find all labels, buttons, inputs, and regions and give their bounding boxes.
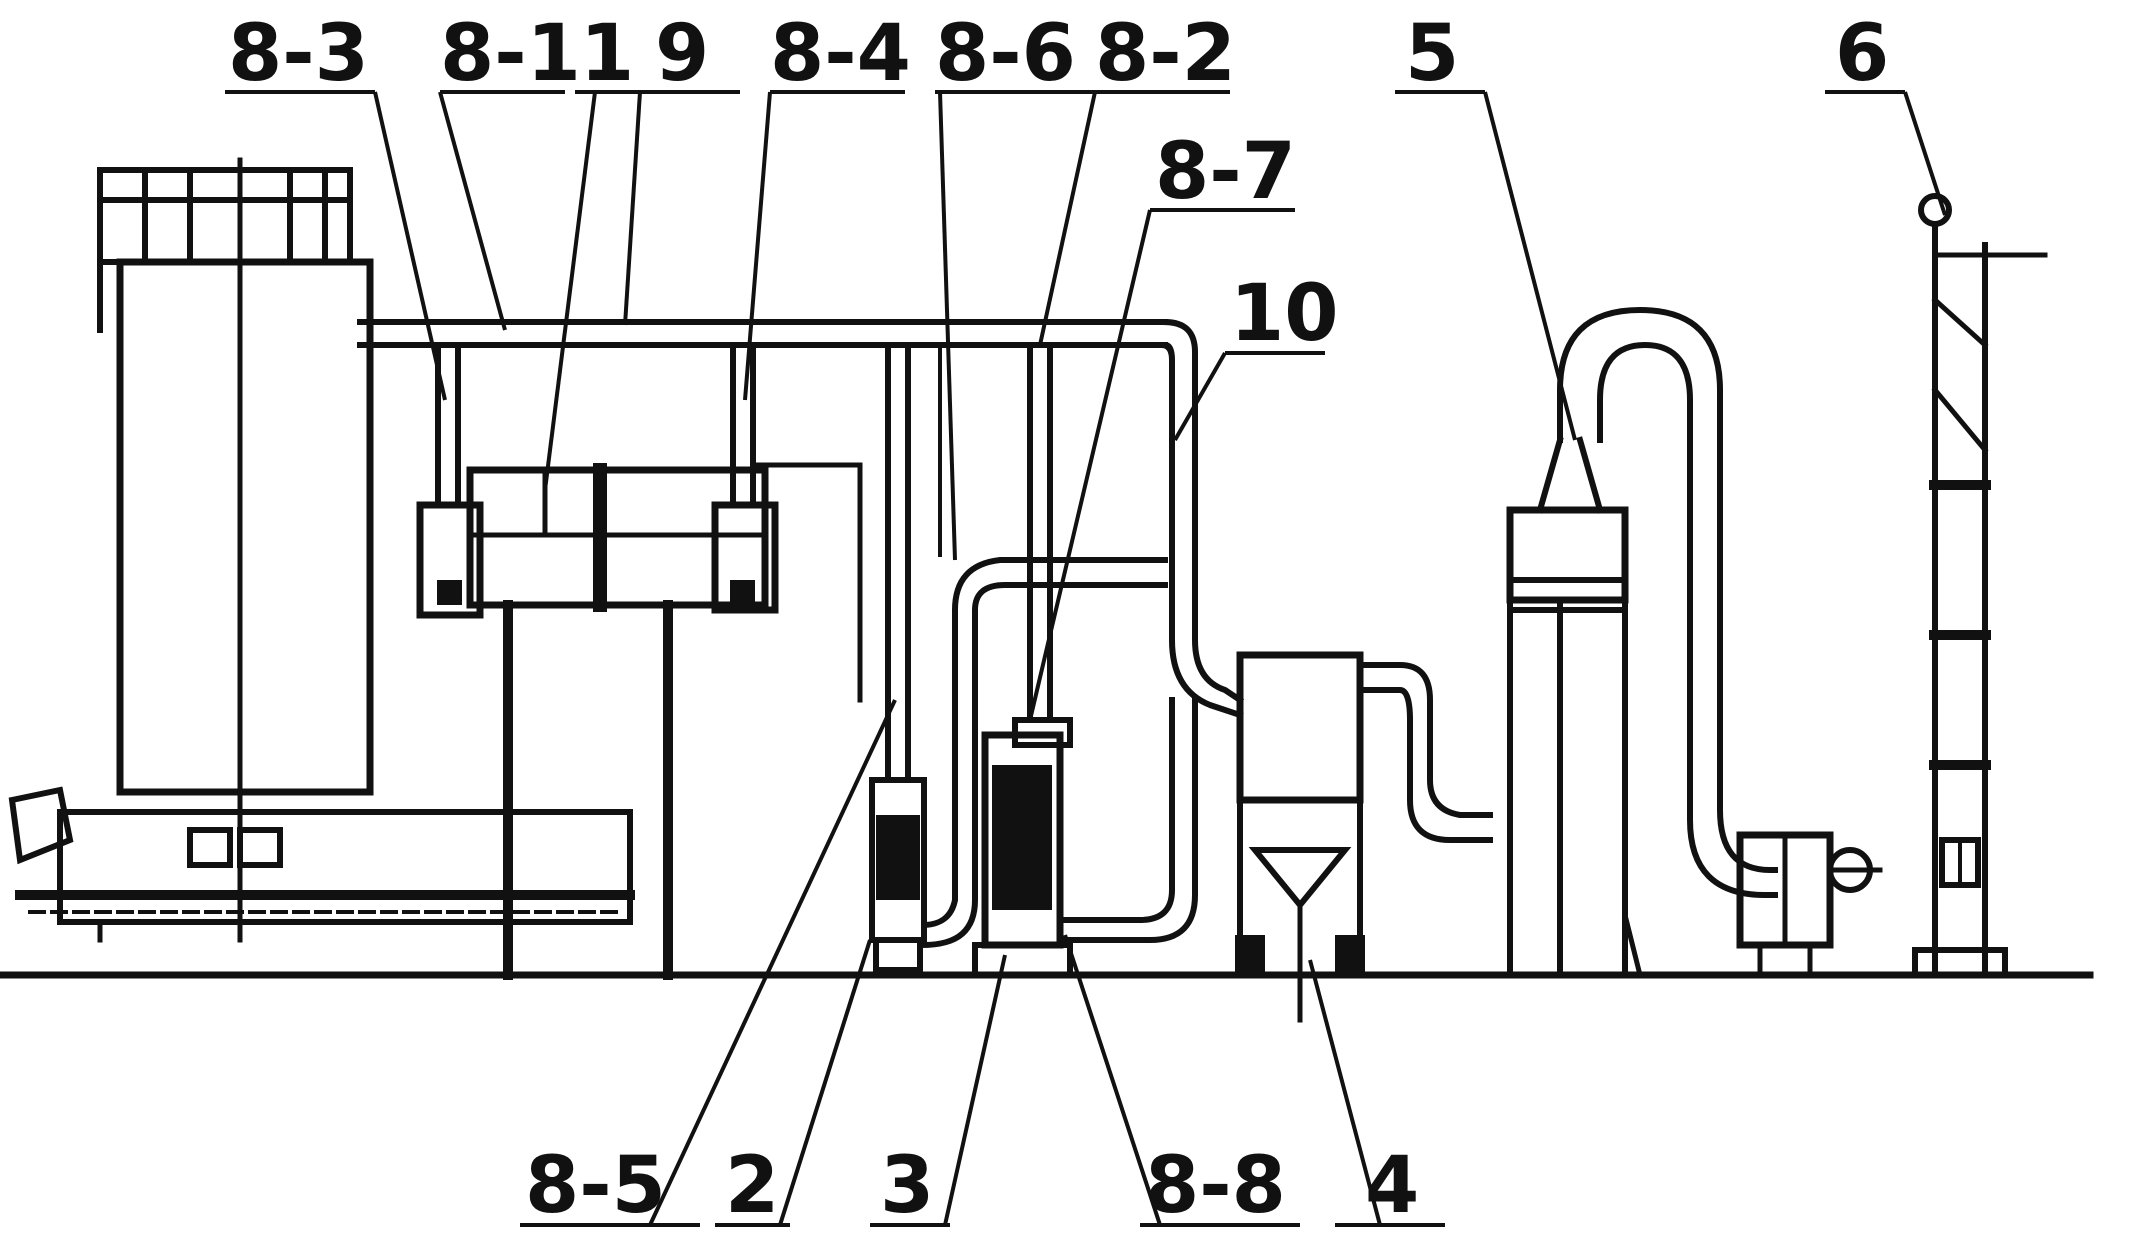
label-1: 1 xyxy=(580,9,634,99)
label-5: 5 xyxy=(1405,9,1459,99)
label-3: 3 xyxy=(880,1141,934,1231)
label-8-3: 8-3 xyxy=(228,9,369,99)
label-8-8: 8-8 xyxy=(1145,1141,1286,1231)
label-8-5: 8-5 xyxy=(525,1141,666,1231)
unit-4 xyxy=(1235,651,1493,1023)
label-9: 9 xyxy=(655,9,709,99)
unit-5 xyxy=(1506,306,1883,979)
label-8-1: 8-1 xyxy=(440,9,581,99)
label-6: 6 xyxy=(1835,9,1889,99)
conveyor xyxy=(8,786,635,943)
burner-unit-1 xyxy=(416,462,863,980)
loop-pipe xyxy=(920,343,1168,949)
label-4: 4 xyxy=(1365,1141,1419,1231)
kiln-tower xyxy=(97,157,374,943)
label-2: 2 xyxy=(725,1141,779,1231)
label-8-2: 8-2 xyxy=(1095,9,1236,99)
burner-8-3-block xyxy=(437,580,462,605)
unit-3 xyxy=(972,697,1198,978)
label-8-7: 8-7 xyxy=(1155,127,1296,217)
label-8-6: 8-6 xyxy=(935,9,1076,99)
branch-pipes xyxy=(435,342,1053,783)
label-10: 10 xyxy=(1230,269,1339,359)
burner-8-4-block xyxy=(730,580,755,605)
stack-6 xyxy=(1912,193,2048,978)
unit-2 xyxy=(869,777,927,973)
label-8-4: 8-4 xyxy=(770,9,911,99)
leader-lines xyxy=(225,90,1947,1227)
